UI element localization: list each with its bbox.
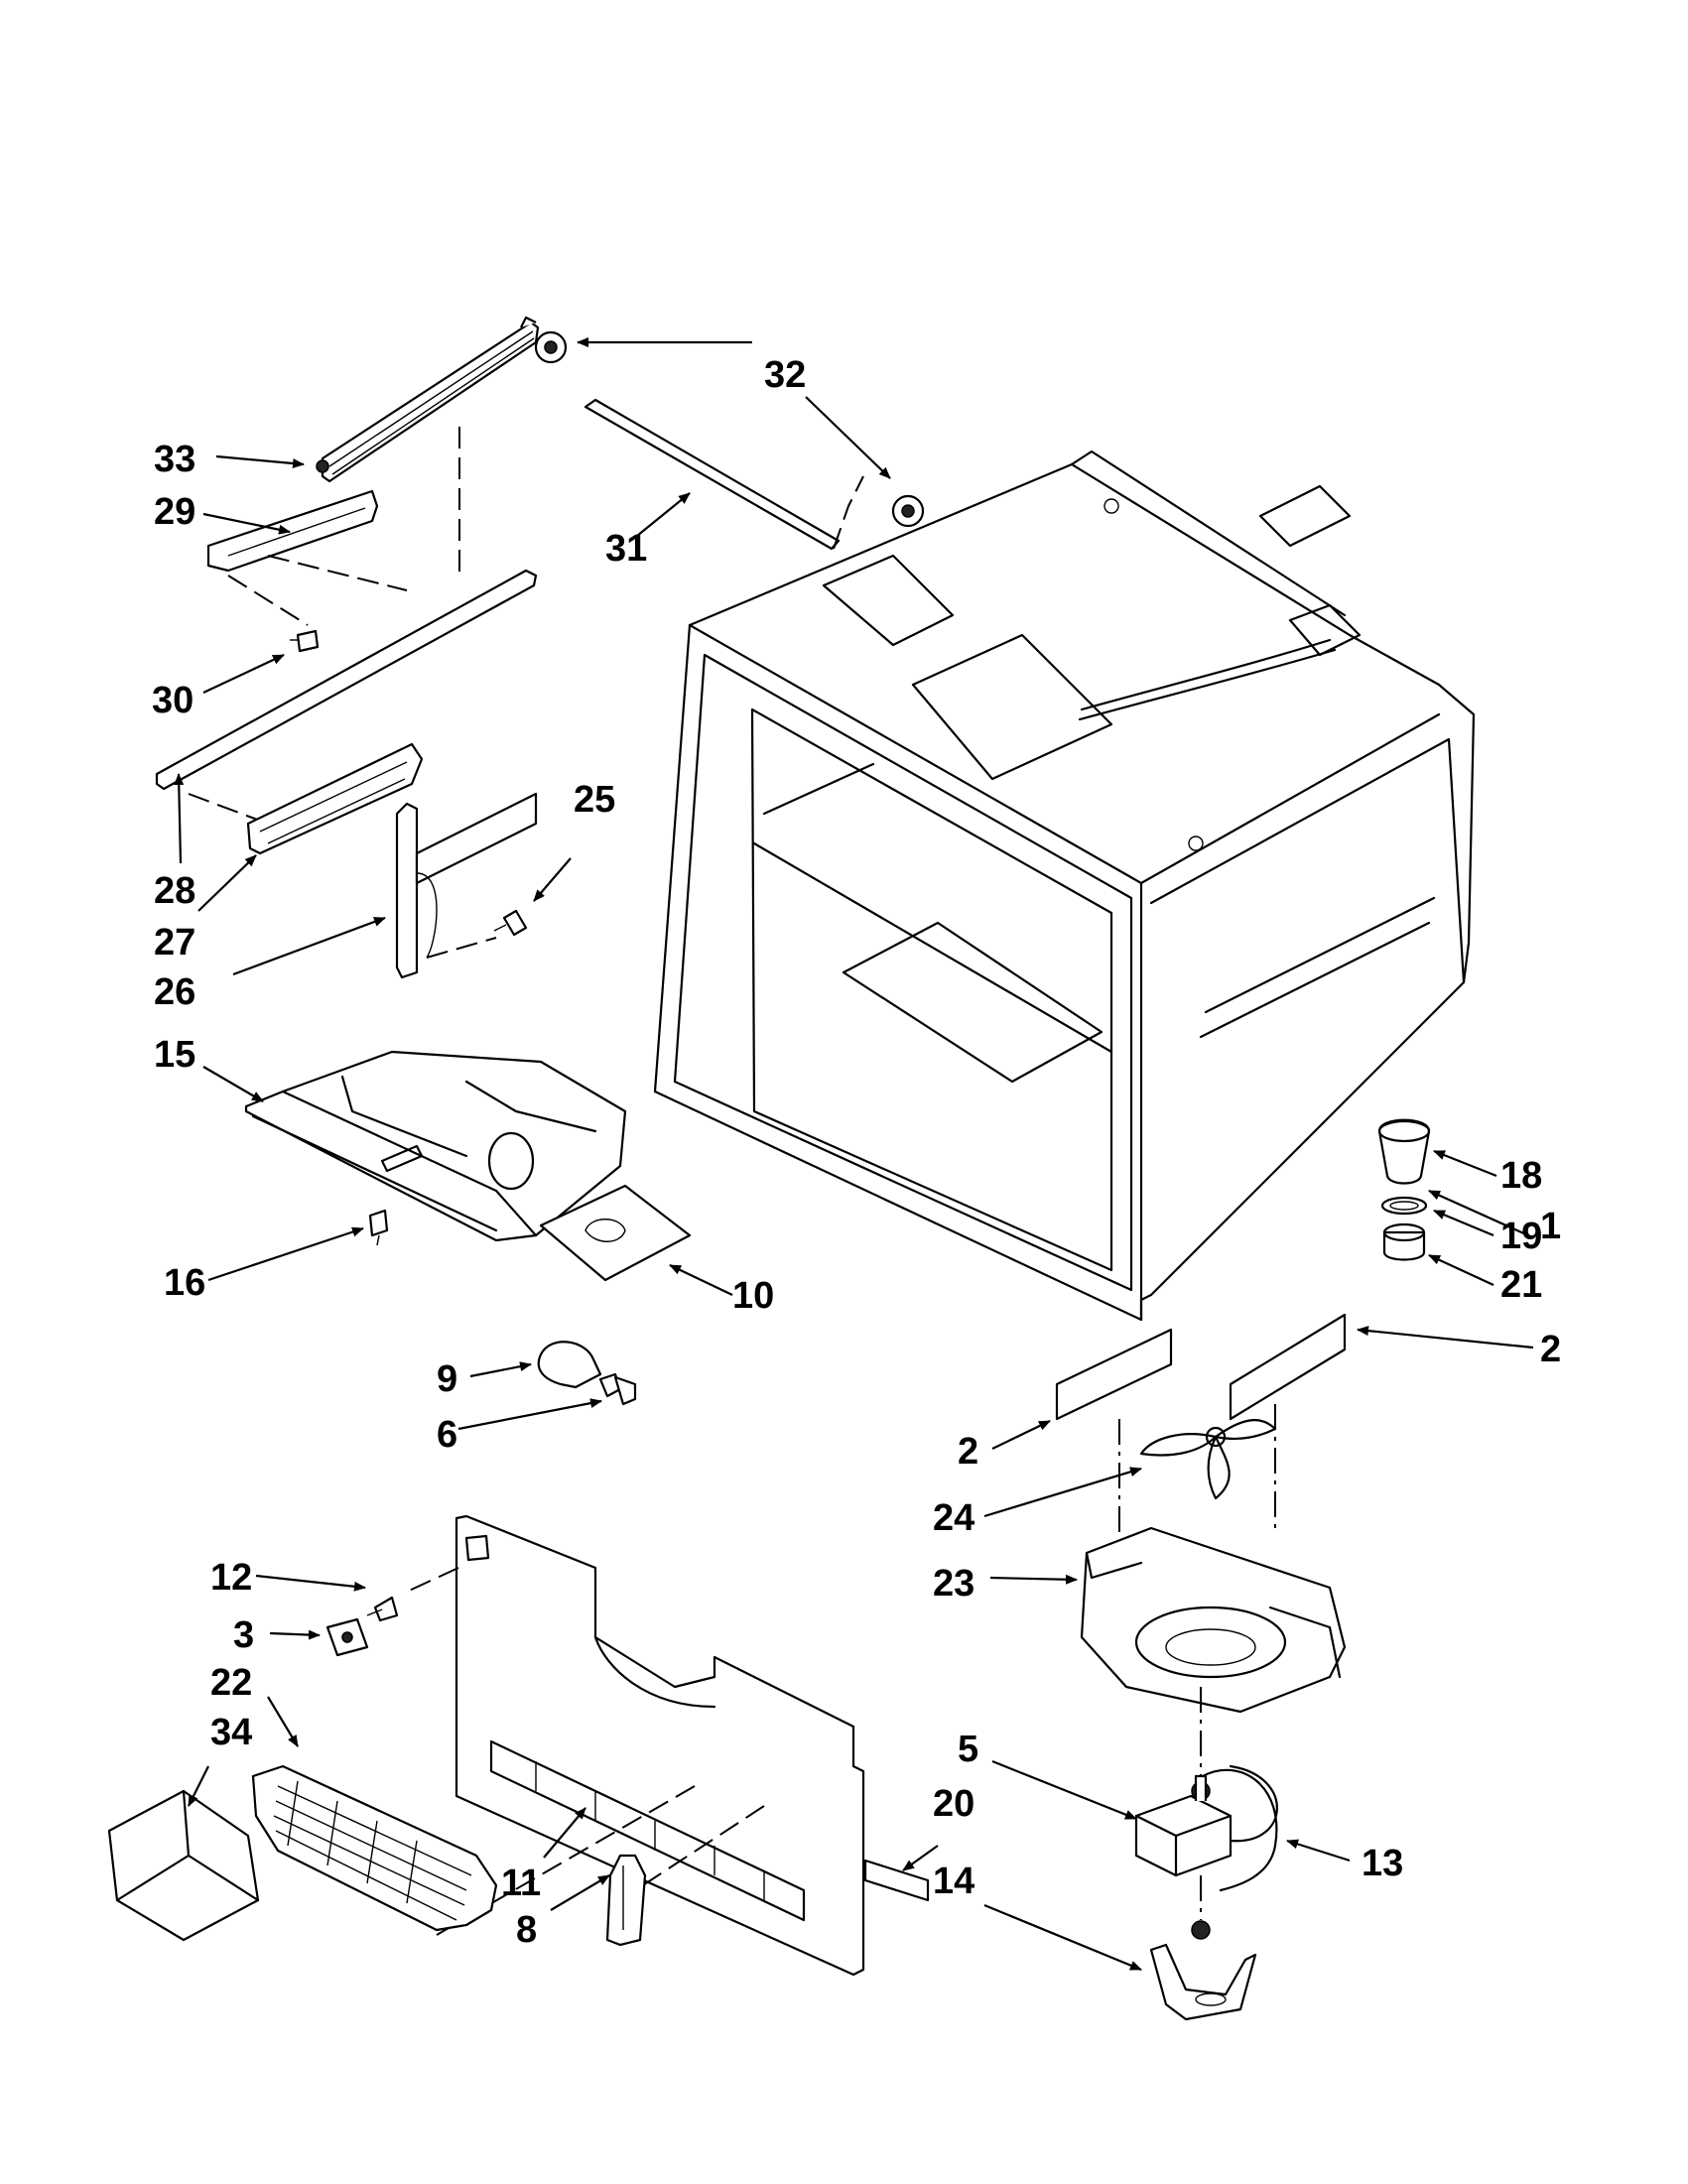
part-leveler-stack (1377, 1118, 1431, 1261)
callout-12: 12 (210, 1557, 252, 1599)
callout-29: 29 (154, 491, 195, 533)
callout-30: 30 (152, 680, 194, 721)
callout-9: 9 (437, 1358, 457, 1400)
callout-11: 11 (501, 1863, 541, 1904)
callout-14: 15 (154, 1034, 195, 1076)
callout-16: 16 (164, 1262, 205, 1304)
callout-33: 33 (154, 439, 195, 480)
callout-1: 1 (1540, 1206, 1561, 1247)
part-bracket-screw (395, 792, 538, 979)
part-seal-strip (863, 1859, 930, 1902)
callout-20: 20 (933, 1783, 974, 1825)
part-freezer-liner (653, 450, 1476, 1322)
callout-19: 19 (1500, 1216, 1542, 1257)
callout-27: 27 (154, 922, 195, 964)
part-lamp-socket (537, 1341, 637, 1406)
callout-23: 23 (933, 1563, 974, 1605)
callout-25: 26 (154, 971, 195, 1013)
callout-2-right: 2 (1540, 1329, 1561, 1370)
callout-15: 14 (933, 1861, 974, 1902)
callout-labels: 32 33 29 31 30 25 28 27 26 15 1 18 19 21… (152, 354, 1561, 1951)
callout-3: 3 (233, 1614, 254, 1656)
callout-24: 24 (933, 1497, 974, 1539)
callout-22: 22 (210, 1662, 252, 1704)
callout-32: 32 (764, 354, 806, 396)
part-fan-housing (1080, 1526, 1347, 1714)
part-fan-motor (1134, 1687, 1278, 2021)
part-fan-blade (1118, 1404, 1277, 1533)
callout-2-left: 2 (958, 1431, 978, 1473)
callout-18: 18 (1500, 1155, 1542, 1197)
part-grille-cover (107, 1764, 647, 1947)
callout-26: 25 (574, 779, 615, 821)
part-gear-shaft (534, 330, 925, 551)
part-foam-blocks (1055, 1313, 1347, 1421)
callout-21: 21 (1500, 1264, 1542, 1306)
callout-10: 10 (732, 1275, 774, 1317)
callout-13: 13 (1362, 1843, 1403, 1884)
callout-8: 8 (516, 1909, 537, 1951)
callout-28: 28 (154, 870, 195, 912)
callout-34: 34 (210, 1712, 252, 1753)
leader-lines (174, 337, 1534, 1972)
part-control-tray (244, 1050, 692, 1282)
callout-5: 5 (958, 1729, 978, 1770)
part-rail-assembly (155, 316, 540, 855)
callout-6: 6 (437, 1414, 457, 1456)
callout-31: 31 (605, 528, 647, 570)
